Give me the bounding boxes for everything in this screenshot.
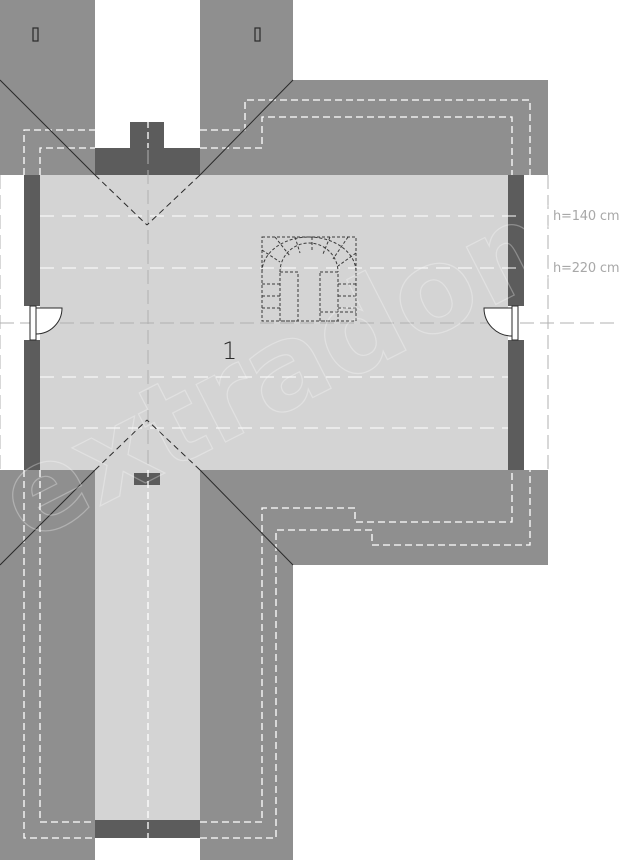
vent-icon xyxy=(134,473,160,485)
stairs-icon xyxy=(261,236,357,322)
axis-lines xyxy=(0,150,619,470)
room-number: 1 xyxy=(222,337,238,365)
door-right-icon xyxy=(483,305,519,341)
valley-dashed xyxy=(94,174,201,471)
height-label-low: h=140 cm xyxy=(553,209,619,224)
height-label-high: h=220 cm xyxy=(553,261,619,276)
roof xyxy=(0,0,548,860)
hip-lines xyxy=(0,79,294,566)
height-lines xyxy=(40,215,548,429)
dashed-outlines xyxy=(23,0,531,840)
ridge-channels xyxy=(95,0,200,860)
door-left-icon xyxy=(29,305,63,341)
chimney-icon xyxy=(130,122,164,150)
roof-vents xyxy=(32,27,261,42)
